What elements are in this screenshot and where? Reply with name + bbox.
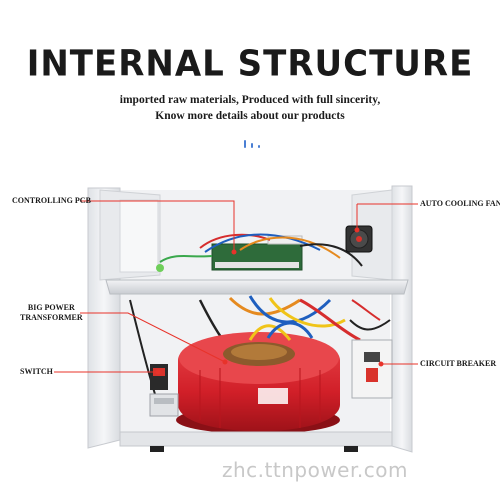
left-inner-panel [119,199,159,273]
callout-line-pcb [80,200,235,252]
callout-circuit-breaker: CIRCUIT BREAKER [420,359,497,368]
middle-shelf [105,279,409,295]
callout-auto-cooling-fan: AUTO COOLING FAN [420,199,500,208]
right-side-panel [391,185,413,453]
foot-left [150,446,164,452]
callout-lines [54,200,418,375]
callout-line-transformer [80,312,226,363]
page-subtitle: imported raw materials, Produced with fu… [0,92,500,124]
callout-controlling-pcb: CONTROLLING PCB [12,196,91,205]
subtitle-line-2: Know more details about our products [155,110,345,122]
page-title: INTERNAL STRUCTURE [26,43,474,85]
subtitle-line-1: imported raw materials, Produced with fu… [119,94,381,106]
callout-transformer-line-1: BIG POWER [27,303,75,312]
pcb-display-strip [215,262,299,268]
bottom-base [119,431,393,447]
callout-big-power-transformer: BIG POWER TRANSFORMER [20,303,83,323]
callout-switch: SWITCH [20,367,53,376]
scroll-down-icon [243,138,263,148]
callout-transformer-line-2: TRANSFORMER [20,313,83,322]
circuit-breaker [351,339,393,399]
power-switch [150,364,168,390]
transformer-label [258,388,288,404]
watermark: zhc.ttnpower.com [222,458,408,482]
terminal-block [149,393,179,417]
foot-right [344,446,358,452]
